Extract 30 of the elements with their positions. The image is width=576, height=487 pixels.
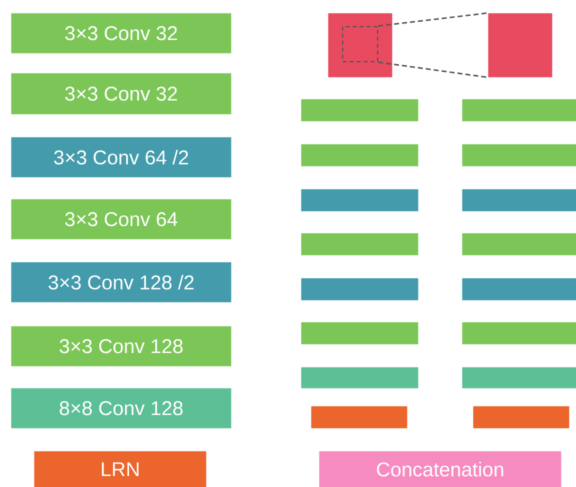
layer-bar [301, 189, 418, 212]
layer-box: Concatenation [319, 451, 562, 487]
layer-box: 3×3 Conv 32 [11, 73, 232, 114]
square-block [328, 13, 392, 78]
layer-box: 3×3 Conv 64 [11, 199, 232, 240]
layer-bar [301, 233, 418, 256]
zoom-line [378, 12, 488, 27]
square-block [488, 13, 552, 78]
layer-bar [301, 278, 418, 300]
layer-box: 3×3 Conv 128 [11, 326, 232, 366]
layer-bar [462, 144, 576, 166]
layer-bar [462, 189, 576, 212]
layer-bar [462, 278, 576, 300]
layer-box: 3×3 Conv 64 /2 [11, 137, 232, 178]
zoom-line [378, 61, 488, 78]
layer-box: LRN [34, 451, 206, 487]
layer-bar [462, 99, 576, 122]
dashed-square [342, 26, 378, 62]
layer-bar [301, 322, 418, 344]
layer-bar [301, 367, 418, 388]
layer-bar [462, 367, 576, 388]
layer-bar [462, 233, 576, 256]
layer-box: 3×3 Conv 128 /2 [11, 262, 232, 302]
layer-bar [473, 406, 570, 428]
layer-bar [301, 144, 418, 166]
layer-box: 3×3 Conv 32 [11, 13, 232, 54]
layer-bar [301, 99, 418, 122]
layer-bar [311, 406, 408, 428]
layer-bar [462, 322, 576, 344]
layer-box: 8×8 Conv 128 [11, 388, 232, 428]
